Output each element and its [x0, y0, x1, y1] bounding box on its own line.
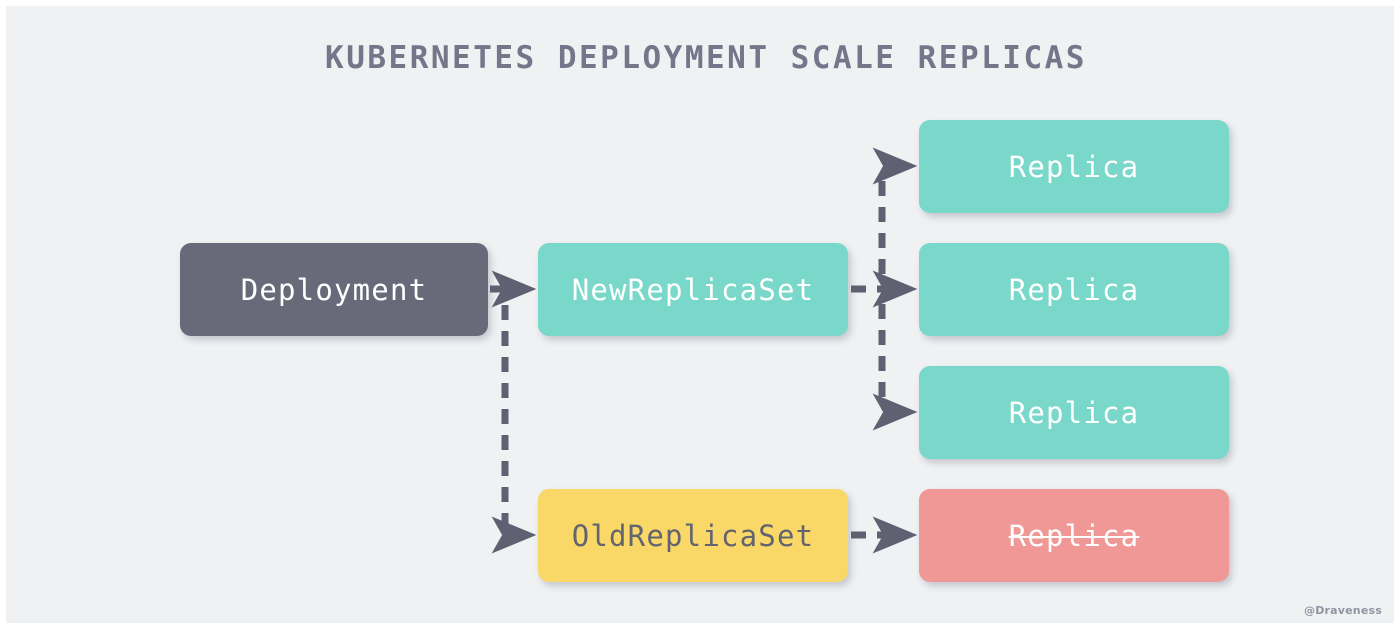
node-replica-1[interactable]: Replica [919, 120, 1229, 213]
node-replica-1-label: Replica [1008, 149, 1140, 184]
node-replica-old-label: Replica [1008, 518, 1140, 553]
node-replica-3[interactable]: Replica [919, 366, 1229, 459]
node-old-replicaset-label: OldReplicaSet [571, 518, 815, 553]
node-new-replicaset[interactable]: NewReplicaSet [538, 243, 848, 336]
node-replica-old[interactable]: Replica [919, 489, 1229, 582]
edge-newreplicaset-to-replica-3 [872, 304, 918, 431]
node-old-replicaset[interactable]: OldReplicaSet [538, 489, 848, 582]
node-new-replicaset-label: NewReplicaSet [571, 272, 815, 307]
node-replica-2-label: Replica [1008, 272, 1140, 307]
node-deployment-label: Deployment [240, 272, 428, 307]
diagram-title: KUBERNETES DEPLOYMENT SCALE REPLICAS [325, 40, 1087, 76]
node-replica-3-label: Replica [1008, 395, 1140, 430]
node-replica-2[interactable]: Replica [919, 243, 1229, 336]
node-deployment[interactable]: Deployment [180, 243, 488, 336]
edge-newreplicaset-to-replica-1 [872, 147, 918, 274]
watermark: @Draveness [1304, 604, 1382, 617]
edge-deployment-to-oldreplicaset [491, 305, 537, 554]
